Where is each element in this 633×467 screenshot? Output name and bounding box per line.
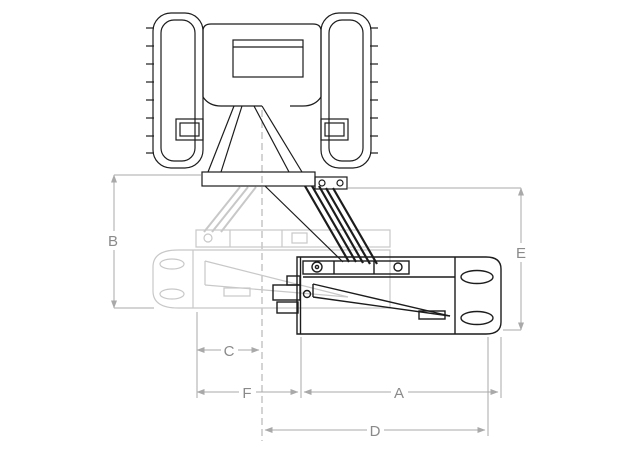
- mower-top-bar: [302, 260, 410, 275]
- dim-d-label: D: [370, 423, 381, 440]
- dim-a-label: A: [394, 385, 404, 402]
- tractor: [146, 12, 378, 190]
- dimension-lines: [111, 110, 524, 441]
- ghost-mower: [152, 186, 391, 309]
- cab-roof: [232, 39, 304, 78]
- dim-a-label-group: A: [391, 384, 408, 402]
- left-wheel: [146, 12, 204, 169]
- dimension-labels: B E C F A D: [105, 231, 530, 440]
- mower-roller-bottom: [460, 310, 494, 326]
- dim-d-label-group: D: [367, 422, 384, 440]
- ghost-deck: [152, 249, 391, 309]
- mower: [272, 256, 502, 335]
- dim-e-label-group: E: [513, 243, 530, 262]
- mower-left-attachment: [272, 275, 312, 314]
- hitch-plate: [201, 171, 348, 190]
- ghost-roller-bottom: [159, 288, 185, 300]
- left-wheel-treads: [146, 27, 154, 154]
- dim-f-label: F: [242, 385, 251, 402]
- ghost-linkage-arms: [203, 186, 257, 233]
- ghost-roller-top: [159, 258, 185, 270]
- dim-c-label-group: C: [221, 342, 238, 360]
- left-fender-box: [175, 118, 204, 141]
- right-wheel-treads: [370, 27, 378, 154]
- dim-b-label-group: B: [105, 231, 122, 250]
- mower-deck: [296, 256, 502, 335]
- right-wheel: [320, 12, 378, 169]
- dim-f-label-group: F: [239, 384, 256, 402]
- right-fender-box: [320, 118, 349, 141]
- ghost-top-bar: [195, 229, 391, 248]
- dim-b-label: B: [108, 233, 118, 250]
- linkage-arms: [264, 185, 378, 265]
- dim-c-label: C: [224, 343, 235, 360]
- dim-e-label: E: [516, 245, 526, 262]
- tractor-body: [202, 23, 322, 107]
- mower-roller-top: [460, 269, 494, 285]
- hitch-frame: [207, 105, 303, 173]
